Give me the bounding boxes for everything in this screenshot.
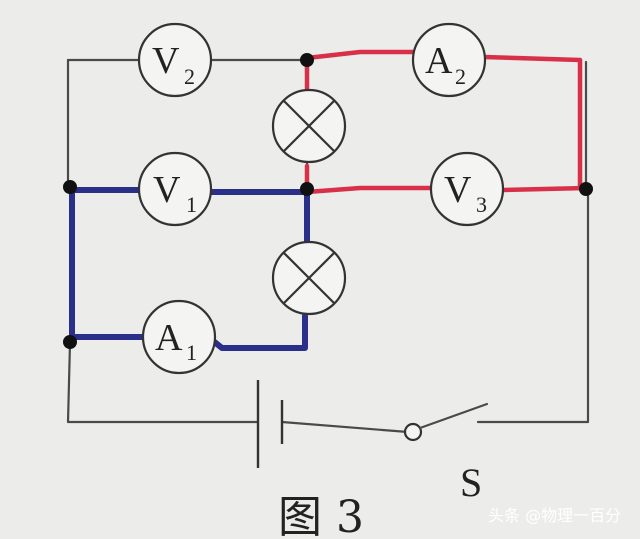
battery (256, 380, 284, 468)
switch-blade (418, 402, 489, 430)
meter-v1-sub: 1 (186, 192, 197, 217)
meter-v3: V 3 (429, 151, 505, 227)
red-wire-v3-right (499, 185, 589, 193)
meter-a1: A 1 (141, 299, 217, 375)
meter-v2-letter: V (152, 40, 180, 82)
node-top-middle (300, 53, 314, 67)
wire-switch-right (476, 186, 590, 424)
junction-nodes (63, 53, 593, 349)
blue-wire-a1-right (209, 313, 308, 351)
blue-wire-v1-right (207, 189, 310, 247)
red-wire-a2-right (481, 54, 583, 191)
wire-left-lower (66, 341, 260, 424)
blue-path (67, 187, 310, 351)
figure-caption: 图 3 (278, 492, 364, 539)
lamp-lower (271, 240, 347, 316)
switch-s: S (403, 402, 489, 505)
red-wire-v3-left (304, 185, 437, 195)
meter-v1-letter: V (153, 169, 181, 211)
meter-a1-sub: 1 (186, 340, 197, 365)
meter-a1-letter: A (155, 317, 183, 359)
node-left-lower (63, 335, 77, 349)
node-left-middle (63, 180, 77, 194)
wires (66, 58, 590, 434)
meter-v1: V 1 (137, 151, 213, 227)
switch-label: S (460, 460, 482, 505)
red-wire-a2-left (304, 49, 417, 61)
meter-v3-sub: 3 (476, 192, 487, 217)
meter-a2-sub: 2 (455, 64, 466, 89)
meter-v2: V 2 (137, 22, 213, 98)
lamp-upper (271, 88, 347, 164)
meter-v3-letter: V (444, 169, 472, 211)
switch-pivot (403, 422, 423, 442)
wire-battery-switch (280, 420, 410, 434)
meter-a2: A 2 (411, 22, 487, 98)
node-center (300, 182, 314, 196)
watermark: 头条 @物理一百分 (488, 506, 621, 525)
meter-v2-sub: 2 (184, 64, 195, 89)
meter-a2-letter: A (425, 40, 453, 82)
node-right-middle (579, 182, 593, 196)
